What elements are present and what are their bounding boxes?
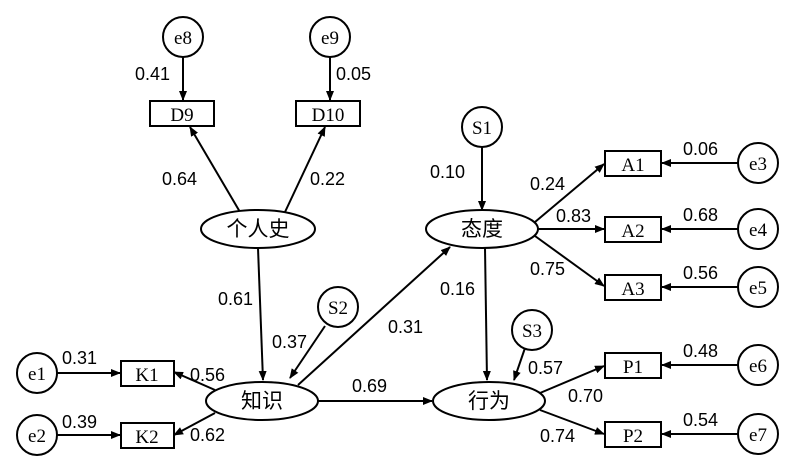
node-e8-label: e8	[174, 28, 192, 49]
node-S1-label: S1	[472, 118, 492, 139]
node-attitude-label: 态度	[461, 217, 503, 241]
coef-knowledge-behavior: 0.69	[352, 376, 387, 396]
coef-e1-K1: 0.31	[62, 348, 97, 368]
edge-hist-D10	[284, 126, 326, 213]
edge-behavior-P2	[539, 409, 605, 435]
node-D10-label: D10	[312, 105, 345, 126]
node-S2-label: S2	[328, 298, 348, 319]
node-e5: e5	[737, 266, 779, 308]
edge-knowledge-K2	[173, 412, 216, 436]
coef-knowledge-attitude: 0.31	[388, 317, 423, 337]
coef-hist-knowledge: 0.61	[218, 289, 253, 309]
node-e4: e4	[737, 208, 779, 250]
node-e6: e6	[737, 344, 779, 386]
node-K2-label: K2	[135, 427, 158, 448]
node-S3-label: S3	[522, 321, 542, 342]
coef-e4-A2: 0.68	[683, 205, 718, 225]
node-P1: P1	[604, 352, 662, 379]
coef-S2-knowledge: 0.37	[272, 332, 307, 352]
coef-S3-behavior: 0.57	[528, 358, 563, 378]
coef-attitude-A3: 0.75	[530, 259, 565, 279]
node-S2: S2	[317, 286, 359, 328]
edge-attitude-A1	[534, 163, 605, 223]
coef-hist-D10: 0.22	[310, 169, 345, 189]
coef-e7-P2: 0.54	[683, 410, 718, 430]
node-personal-history-label: 个人史	[227, 217, 290, 241]
node-e9: e9	[309, 16, 351, 58]
node-P2: P2	[604, 421, 662, 448]
coef-e2-K2: 0.39	[62, 412, 97, 432]
node-e1-label: e1	[28, 364, 46, 385]
node-A1: A1	[604, 150, 662, 177]
coef-knowledge-K2: 0.62	[190, 425, 225, 445]
coef-e5-A3: 0.56	[683, 263, 718, 283]
node-e3: e3	[737, 142, 779, 184]
node-behavior-label: 行为	[468, 389, 510, 413]
node-S1: S1	[461, 106, 503, 148]
node-D9: D9	[149, 100, 215, 127]
edge-attitude-A3	[534, 235, 605, 287]
coef-behavior-P1: 0.70	[568, 386, 603, 406]
coef-S1-attitude: 0.10	[430, 162, 465, 182]
node-e7: e7	[737, 413, 779, 455]
node-e9-label: e9	[321, 28, 339, 49]
coef-attitude-behavior: 0.16	[440, 279, 475, 299]
node-K1-label: K1	[135, 365, 158, 386]
node-e4-label: e4	[749, 220, 767, 241]
coefficient-labels: 0.41 0.05 0.64 0.22 0.10 0.24 0.83 0.75 …	[62, 64, 718, 446]
node-A1-label: A1	[621, 155, 644, 176]
coef-attitude-A2: 0.83	[556, 206, 591, 226]
node-knowledge: 知识	[205, 381, 319, 421]
node-knowledge-label: 知识	[241, 389, 283, 413]
node-P1-label: P1	[623, 357, 643, 378]
edge-S3-behavior	[513, 347, 526, 381]
coef-behavior-P2: 0.74	[540, 426, 575, 446]
coef-e9-D10: 0.05	[336, 64, 371, 84]
node-K2: K2	[120, 422, 175, 449]
edge-knowledge-K1	[173, 371, 216, 391]
node-e2-label: e2	[28, 426, 46, 447]
node-D9-label: D9	[170, 105, 193, 126]
node-A2: A2	[604, 216, 662, 243]
coef-e3-A1: 0.06	[683, 139, 718, 159]
node-e1: e1	[16, 352, 58, 394]
edge-S2-knowledge	[289, 325, 326, 379]
node-A3-label: A3	[621, 279, 644, 300]
node-personal-history: 个人史	[200, 209, 316, 249]
node-A2-label: A2	[621, 221, 644, 242]
edge-knowledge-attitude	[297, 246, 451, 386]
coef-e8-D9: 0.41	[135, 64, 170, 84]
nodes: e8 e9 D9 D10 个人史 S1 态度	[16, 16, 779, 456]
node-e5-label: e5	[749, 278, 767, 299]
node-e7-label: e7	[749, 425, 767, 446]
node-A3: A3	[604, 274, 662, 301]
edge-attitude-behavior	[482, 247, 491, 381]
node-e3-label: e3	[749, 154, 767, 175]
edge-hist-D9	[189, 126, 241, 213]
node-D10: D10	[295, 100, 361, 127]
node-P2-label: P2	[623, 426, 643, 447]
node-behavior: 行为	[432, 381, 546, 421]
node-e2: e2	[16, 414, 58, 456]
coef-e6-P1: 0.48	[683, 341, 718, 361]
node-attitude: 态度	[425, 209, 539, 249]
edges	[57, 57, 738, 439]
coef-hist-D9: 0.64	[162, 169, 197, 189]
node-e6-label: e6	[749, 356, 767, 377]
coef-knowledge-K1: 0.56	[190, 365, 225, 385]
edge-behavior-P1	[539, 365, 605, 394]
node-e8: e8	[162, 16, 204, 58]
node-S3: S3	[511, 309, 553, 351]
coef-attitude-A1: 0.24	[530, 174, 565, 194]
edge-hist-knowledge	[257, 247, 267, 381]
node-K1: K1	[120, 360, 175, 387]
